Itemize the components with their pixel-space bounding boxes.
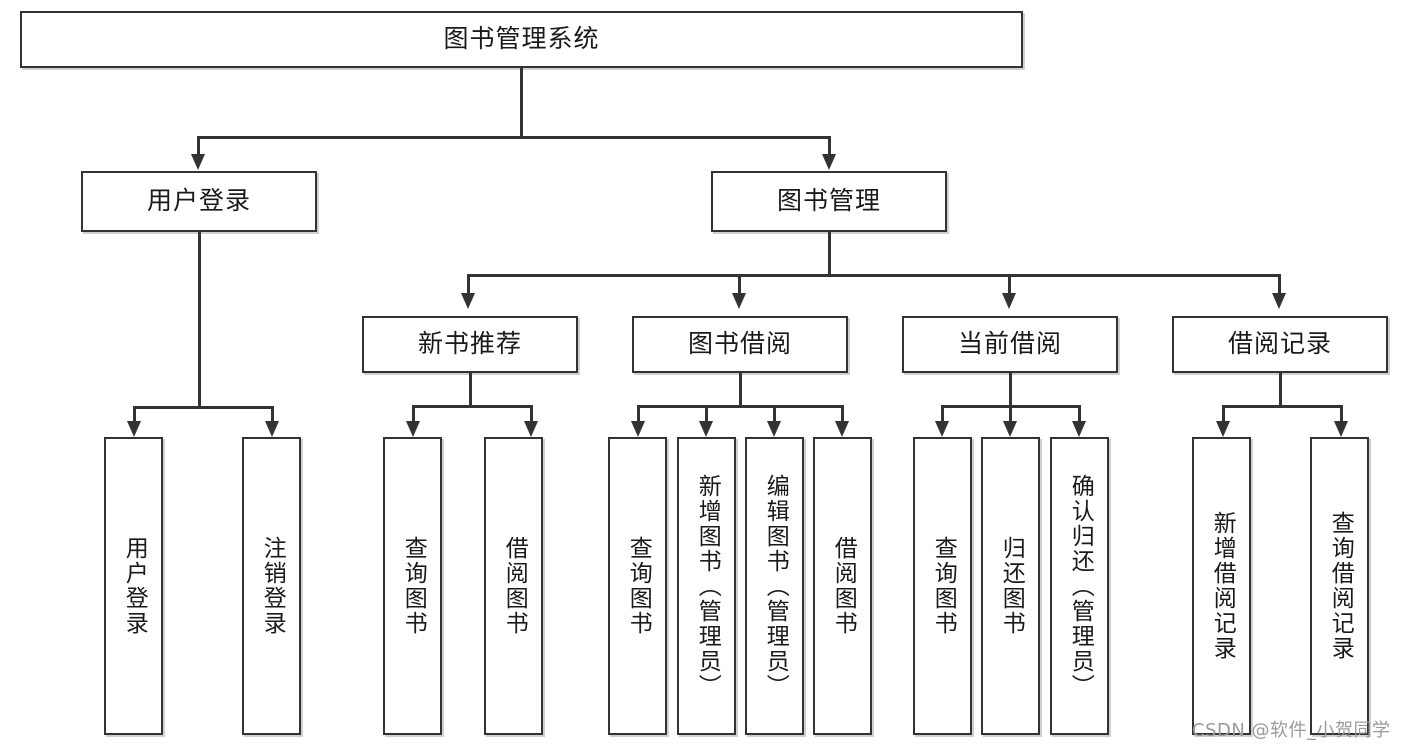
node-book-borrow[interactable]: 图书借阅 (632, 316, 848, 373)
node-label: 查询图书 (400, 536, 427, 636)
edge-to-book-borrow (738, 274, 741, 294)
node-leaf-user-login[interactable]: 用户登录 (104, 437, 163, 735)
node-label: 用户登录 (121, 536, 148, 636)
node-leaf-return-book[interactable]: 归还图书 (981, 437, 1040, 735)
edge-to-leaf-query-record (1340, 405, 1343, 422)
edge-book-borrow-stem (739, 373, 742, 406)
arrow-to-borrow-record (1272, 293, 1286, 309)
node-leaf-confirm-return[interactable]: 确认归还（管理员） (1050, 437, 1109, 735)
arrow-to-leaf-add-record (1216, 421, 1230, 437)
edge-to-leaf-borrow-book-2 (841, 405, 844, 422)
node-leaf-query-book-2[interactable]: 查询图书 (608, 437, 667, 735)
node-leaf-borrow-book-1[interactable]: 借阅图书 (484, 437, 543, 735)
node-leaf-query-book-3[interactable]: 查询图书 (913, 437, 972, 735)
arrow-to-leaf-query-record (1334, 421, 1348, 437)
edge-current-borrow-stem (1009, 373, 1012, 406)
arrow-to-leaf-query-book-3 (935, 421, 949, 437)
edge-book-manage-bus (467, 274, 1281, 277)
node-label: 图书借阅 (687, 329, 792, 359)
node-label: 新增图书（管理员） (694, 473, 721, 699)
node-label: 图书管理 (776, 186, 881, 216)
node-current-borrow[interactable]: 当前借阅 (902, 316, 1118, 373)
edge-borrow-record-stem (1279, 373, 1282, 406)
node-label: 查询借阅记录 (1327, 511, 1354, 661)
edge-to-leaf-query-book-2 (637, 405, 640, 422)
arrow-to-book-borrow (732, 293, 746, 309)
watermark-text: CSDN @软件_小贺同学 (1192, 720, 1391, 741)
arrow-to-leaf-edit-book (767, 421, 781, 437)
edge-root-bus (197, 136, 830, 139)
edge-to-leaf-return-book (1009, 405, 1012, 422)
edge-to-leaf-query-book-3 (941, 405, 944, 422)
edge-root-to-user-login (197, 136, 200, 155)
arrow-to-leaf-borrow-book-1 (524, 421, 538, 437)
edge-to-borrow-record (1278, 274, 1281, 294)
node-label: 借阅记录 (1227, 329, 1332, 359)
edge-user-login-stem (198, 232, 201, 406)
edge-root-to-book-manage (828, 136, 831, 155)
edge-to-leaf-confirm-return (1078, 405, 1081, 422)
node-label: 归还图书 (998, 536, 1025, 636)
node-label: 注销登录 (259, 536, 286, 636)
edge-book-borrow-bus (637, 405, 844, 408)
node-leaf-edit-book[interactable]: 编辑图书（管理员） (745, 437, 804, 735)
arrow-to-leaf-user-login (127, 421, 141, 437)
node-label: 用户登录 (146, 186, 251, 216)
node-leaf-query-book-1[interactable]: 查询图书 (383, 437, 442, 735)
node-label: 借阅图书 (501, 536, 528, 636)
edge-to-leaf-query-book-1 (412, 405, 415, 422)
node-new-book-rec[interactable]: 新书推荐 (362, 316, 578, 373)
node-leaf-query-record[interactable]: 查询借阅记录 (1310, 437, 1369, 735)
edge-to-leaf-borrow-book-1 (530, 405, 533, 422)
node-leaf-add-book[interactable]: 新增图书（管理员） (677, 437, 736, 735)
node-label: 查询图书 (625, 536, 652, 636)
edge-to-leaf-edit-book (773, 405, 776, 422)
arrow-to-leaf-borrow-book-2 (835, 421, 849, 437)
node-label: 查询图书 (930, 536, 957, 636)
node-label: 新增借阅记录 (1209, 511, 1236, 661)
node-label: 当前借阅 (957, 329, 1062, 359)
node-label: 借阅图书 (830, 536, 857, 636)
arrow-to-leaf-add-book (699, 421, 713, 437)
arrow-to-current-borrow (1002, 293, 1016, 309)
node-leaf-logout[interactable]: 注销登录 (242, 437, 301, 735)
arrow-to-leaf-logout (265, 421, 279, 437)
arrow-to-leaf-confirm-return (1072, 421, 1086, 437)
edge-to-leaf-add-book (705, 405, 708, 422)
edge-user-login-bus (133, 406, 271, 409)
edge-to-leaf-add-record (1222, 405, 1225, 422)
node-user-login[interactable]: 用户登录 (81, 171, 317, 232)
edge-borrow-record-bus (1222, 405, 1340, 408)
node-label: 编辑图书（管理员） (762, 473, 789, 699)
node-leaf-borrow-book-2[interactable]: 借阅图书 (813, 437, 872, 735)
arrow-to-leaf-query-book-2 (631, 421, 645, 437)
edge-to-new-book-rec (467, 274, 470, 294)
node-borrow-record[interactable]: 借阅记录 (1172, 316, 1388, 373)
arrow-to-leaf-query-book-1 (406, 421, 420, 437)
node-label: 确认归还（管理员） (1067, 473, 1094, 699)
edge-new-book-rec-bus (412, 405, 530, 408)
arrow-root-to-book-manage (822, 154, 836, 170)
edge-root-stem (520, 68, 523, 136)
edge-to-current-borrow (1008, 274, 1011, 294)
edge-book-manage-stem (828, 232, 831, 276)
arrow-root-to-user-login (191, 154, 205, 170)
edge-to-leaf-user-login (133, 406, 136, 422)
node-label: 新书推荐 (417, 329, 522, 359)
edge-to-leaf-logout (271, 406, 274, 422)
arrow-to-leaf-return-book (1003, 421, 1017, 437)
node-book-manage[interactable]: 图书管理 (711, 171, 947, 232)
arrow-to-new-book-rec (461, 293, 475, 309)
node-root-system[interactable]: 图书管理系统 (20, 11, 1023, 68)
node-label: 图书管理系统 (443, 24, 600, 54)
node-leaf-add-record[interactable]: 新增借阅记录 (1192, 437, 1251, 735)
edge-new-book-rec-stem (469, 373, 472, 406)
